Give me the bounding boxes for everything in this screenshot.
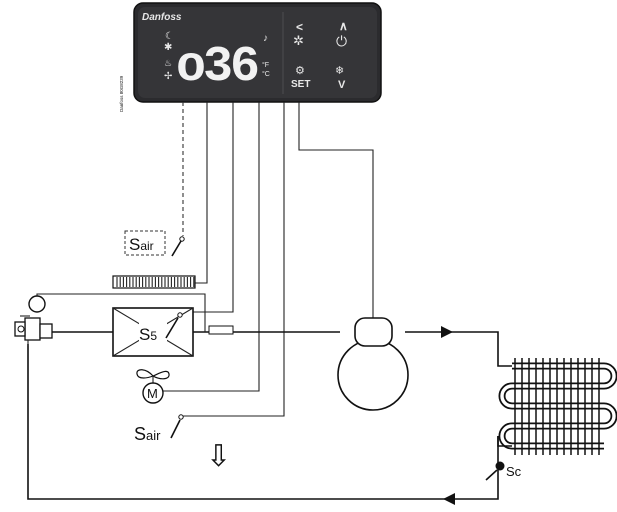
sensor-air-top-main: S bbox=[129, 235, 140, 254]
defrost-down-button[interactable]: ❄ V bbox=[335, 65, 346, 91]
condenser-outlet bbox=[497, 436, 512, 447]
svg-text:S5: S5 bbox=[139, 325, 157, 344]
snowflake-icon: ✲ bbox=[293, 33, 304, 48]
power-icon: ⏻ bbox=[336, 33, 347, 49]
svg-text:<: < bbox=[296, 20, 303, 34]
sensor-condenser-label: Sc bbox=[506, 464, 522, 479]
controller-part-code: Danfoss 80G8239 bbox=[119, 75, 124, 112]
down-arrow-icon: V bbox=[338, 79, 346, 91]
svg-text:Sair: Sair bbox=[129, 235, 154, 254]
compressor bbox=[337, 317, 409, 411]
temperature-display: o36 bbox=[176, 39, 258, 96]
sensor-evap-main: S bbox=[139, 325, 150, 344]
sensor-air-bottom-main: S bbox=[134, 424, 146, 444]
brand-logo: Danfoss bbox=[142, 12, 182, 23]
condenser-sensor: Sc bbox=[485, 461, 522, 481]
fan-icon: ✢ bbox=[164, 71, 172, 82]
refrigerant-circuit bbox=[27, 293, 512, 505]
gear-icon: ⚙ bbox=[295, 65, 305, 77]
flow-arrow-left bbox=[443, 493, 455, 505]
air-sensor-top: Sair bbox=[124, 230, 185, 257]
up-arrow-icon: ∧ bbox=[339, 19, 348, 33]
power-button[interactable]: ∧ ⏻ bbox=[336, 19, 348, 49]
svg-text:SET: SET bbox=[291, 79, 310, 90]
set-button[interactable]: ⚙ SET bbox=[291, 65, 310, 90]
evaporator: S5 bbox=[112, 307, 234, 357]
fan-motor-label: M bbox=[147, 386, 158, 401]
snowflake-icon: ✱ bbox=[164, 42, 172, 53]
heater-element bbox=[112, 275, 196, 289]
moon-icon: ☾ bbox=[165, 31, 174, 42]
expansion-valve bbox=[14, 295, 53, 346]
bell-icon: ♪ bbox=[263, 33, 268, 44]
sensor-air-bottom-sub: air bbox=[146, 428, 161, 443]
defrost-icon: ❄ bbox=[335, 65, 344, 77]
back-button[interactable]: < ✲ bbox=[293, 20, 304, 48]
condenser-coil bbox=[497, 358, 617, 455]
airflow-arrow-icon: ⇩ bbox=[206, 440, 231, 473]
svg-text:Sair: Sair bbox=[134, 424, 161, 444]
flow-arrow-right bbox=[441, 326, 453, 338]
controller-unit: Danfoss ☾ ✱ ♨ ✢ o36 ♪ °F °C < ✲ ∧ ⏻ ⚙ SE… bbox=[133, 2, 382, 103]
sensor-evap-sub: 5 bbox=[150, 329, 157, 343]
heater-icon: ♨ bbox=[164, 58, 172, 68]
evaporator-fan: M bbox=[136, 369, 170, 404]
sensor-air-top-sub: air bbox=[140, 239, 153, 253]
air-sensor-bottom: Sair bbox=[134, 414, 184, 444]
unit-fahrenheit: °F bbox=[262, 61, 269, 69]
unit-celsius: °C bbox=[262, 70, 270, 78]
controller-wiring bbox=[163, 102, 374, 417]
condenser-tube-inner bbox=[500, 364, 616, 448]
